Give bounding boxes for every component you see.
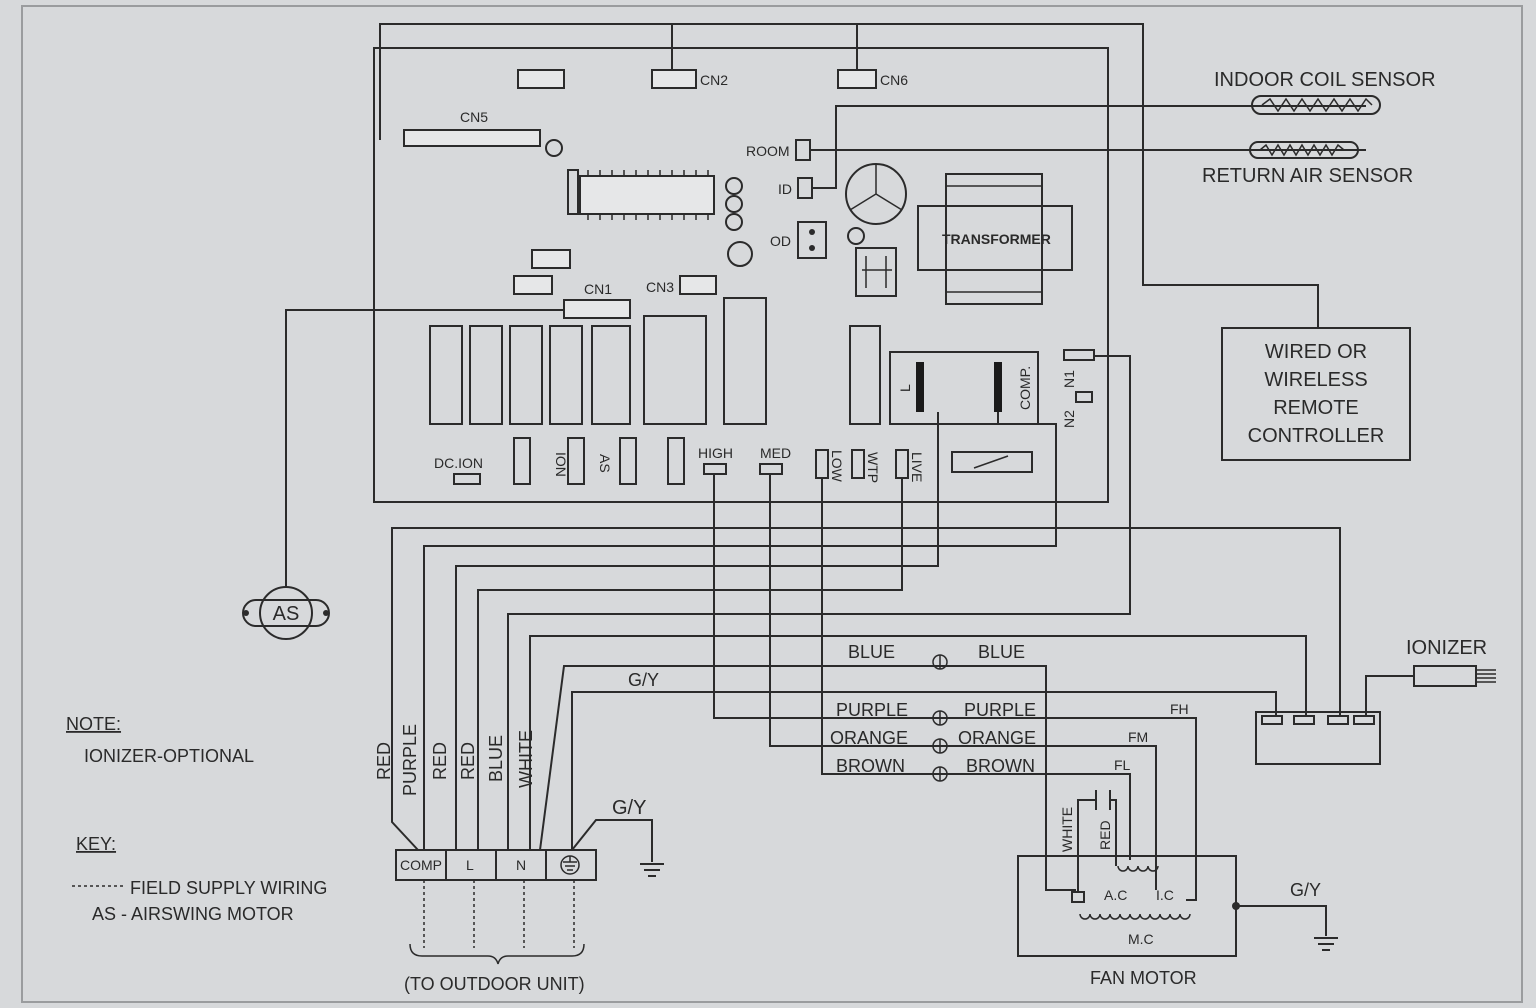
dc-ion-label: DC.ION [434, 455, 483, 471]
wire-label-fl: FL [1114, 757, 1131, 773]
wire-harness: RED PURPLE RED RED BLUE WHITE G/Y BLUE B… [374, 355, 1341, 901]
controller-line-4: CONTROLLER [1248, 425, 1385, 447]
remote-controller-box: WIRED OR WIRELESS REMOTE CONTROLLER [1221, 327, 1411, 461]
transformer-label: TRANSFORMER [942, 231, 1051, 247]
wtp-label: WTP [865, 452, 881, 483]
cn1-label: CN1 [584, 281, 612, 297]
fan-ground-icon [1314, 937, 1338, 951]
ground-icon [640, 863, 664, 877]
wire-label-brown-right: BROWN [966, 756, 1035, 776]
fan-ic-label: I.C [1156, 887, 1174, 903]
connector-cn3 [679, 275, 717, 295]
wire-label-red-1: RED [374, 742, 394, 780]
microcontroller-chip [567, 169, 715, 220]
med-label: MED [760, 445, 791, 461]
n2-label: N2 [1061, 410, 1077, 428]
wire-label-gy: G/Y [628, 670, 659, 690]
connector-unlabeled [517, 69, 565, 89]
wire-label-orange-left: ORANGE [830, 728, 908, 748]
controller-line-2: WIRELESS [1264, 369, 1367, 391]
ion-label: ION [553, 452, 569, 477]
wire-label-white: WHITE [516, 730, 536, 788]
transformer: TRANSFORMER [917, 173, 1073, 305]
high-label: HIGH [698, 445, 733, 461]
terminal-block: COMP L N G/Y (TO OUTDOOR UNIT) [395, 797, 664, 994]
wire-label-purple-left: PURPLE [836, 700, 908, 720]
wire-label-purple: PURPLE [400, 724, 420, 796]
controller-line-1: WIRED OR [1265, 341, 1367, 363]
connector-cn6 [837, 69, 877, 89]
fan-red-label: RED [1097, 820, 1113, 850]
controller-line-3: REMOTE [1273, 397, 1359, 419]
fan-motor-label: FAN MOTOR [1090, 968, 1197, 988]
od-label: OD [770, 233, 791, 249]
indoor-coil-sensor-label: INDOOR COIL SENSOR [1214, 69, 1436, 91]
wire-label-red-3: RED [458, 742, 478, 780]
cn3-label: CN3 [646, 279, 674, 295]
fan-white-label: WHITE [1059, 807, 1075, 852]
return-air-sensor-label: RETURN AIR SENSOR [1202, 165, 1413, 187]
return-air-sensor: RETURN AIR SENSOR [1202, 141, 1413, 187]
od-sensor-socket [797, 221, 827, 259]
terminal-n-label: N [516, 857, 526, 873]
key-title: KEY: [76, 834, 116, 854]
as-terminal-label: AS [597, 454, 613, 473]
notes: NOTE: IONIZER-OPTIONAL KEY: FIELD SUPPLY… [66, 714, 327, 924]
airswing-label: AS [273, 603, 300, 625]
key-line-2: AS - AIRSWING MOTOR [92, 904, 294, 924]
outdoor-unit-label: (TO OUTDOOR UNIT) [404, 974, 585, 994]
live-label: LIVE [909, 452, 925, 482]
wire-label-fm: FM [1128, 729, 1148, 745]
wire-label-orange-right: ORANGE [958, 728, 1036, 748]
wire-label-purple-right: PURPLE [964, 700, 1036, 720]
key-line-1: FIELD SUPPLY WIRING [130, 878, 327, 898]
airswing-motor: AS [242, 586, 330, 640]
note-title: NOTE: [66, 714, 121, 734]
wire-label-blue-left: BLUE [848, 642, 895, 662]
ionizer-label: IONIZER [1406, 637, 1487, 659]
room-label: ROOM [746, 143, 790, 159]
low-label: LOW [829, 450, 845, 483]
cn2-label: CN2 [700, 72, 728, 88]
connector-cn2 [651, 69, 697, 89]
wire-label-red-2: RED [430, 742, 450, 780]
indoor-coil-sensor: INDOOR COIL SENSOR [1214, 69, 1436, 115]
wire-label-blue-right: BLUE [978, 642, 1025, 662]
cn5-label: CN5 [460, 109, 488, 125]
wire-label-blue: BLUE [486, 735, 506, 782]
terminal-comp-label: COMP [400, 857, 442, 873]
wire-label-fh: FH [1170, 701, 1189, 717]
note-text: IONIZER-OPTIONAL [84, 746, 254, 766]
connector-cn1 [563, 299, 631, 319]
control-board: CN2 CN6 CN5 ROOM ID OD [373, 23, 1366, 503]
fan-motor: FAN MOTOR WHITE RED A.C I.C M.C G/Y [1017, 790, 1338, 988]
id-label: ID [778, 181, 792, 197]
cn6-label: CN6 [880, 72, 908, 88]
fan-ac-label: A.C [1104, 887, 1127, 903]
wire-label-brown-left: BROWN [836, 756, 905, 776]
terminal-l-label: L [466, 857, 474, 873]
n1-label: N1 [1061, 370, 1077, 388]
comp-relay-label: COMP. [1017, 366, 1033, 410]
connector-cn5 [403, 129, 541, 147]
ground-gy-label: G/Y [612, 797, 646, 819]
l-relay-label: L [897, 384, 913, 392]
ionizer: IONIZER [1255, 637, 1496, 765]
fan-mc-label: M.C [1128, 931, 1154, 947]
ground-terminal-icon [560, 855, 580, 875]
fan-gy-label: G/Y [1290, 880, 1321, 900]
